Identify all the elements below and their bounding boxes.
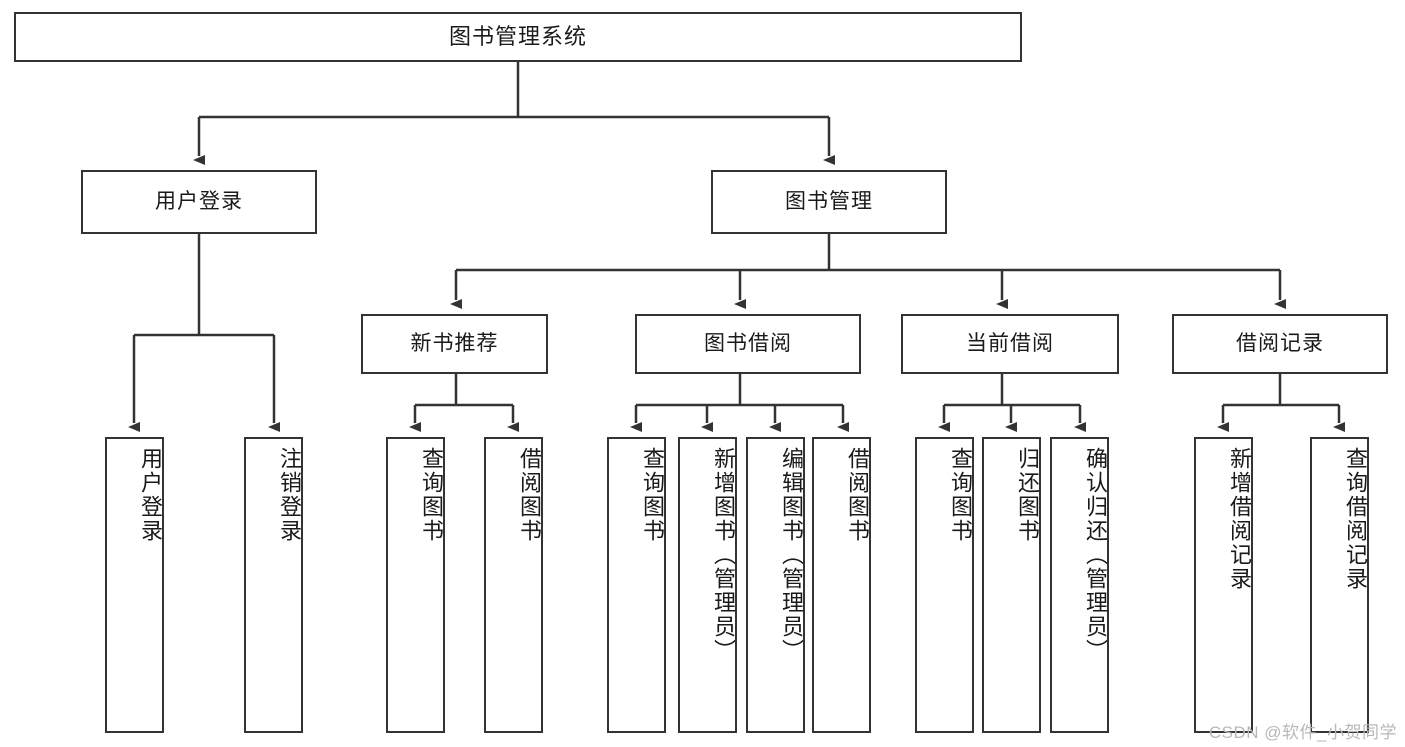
leaf-query-borrow-record[interactable]: 查询借阅记录 bbox=[1310, 437, 1369, 733]
node-label: 新增借阅记录 bbox=[1227, 447, 1252, 591]
node-new-book-recommend[interactable]: 新书推荐 bbox=[361, 314, 548, 374]
node-label: 当前借阅 bbox=[966, 332, 1054, 356]
node-label: 用户登录 bbox=[155, 190, 243, 214]
node-user-login[interactable]: 用户登录 bbox=[81, 170, 317, 234]
leaf-borrow-book-recommend[interactable]: 借阅图书 bbox=[484, 437, 543, 733]
node-label: 新增图书（管理员） bbox=[711, 447, 736, 663]
node-label: 图书管理系统 bbox=[448, 23, 587, 49]
leaf-add-borrow-record[interactable]: 新增借阅记录 bbox=[1194, 437, 1253, 733]
node-label: 图书管理 bbox=[785, 190, 873, 214]
leaf-query-book-recommend[interactable]: 查询图书 bbox=[386, 437, 445, 733]
node-borrow-record[interactable]: 借阅记录 bbox=[1172, 314, 1388, 374]
node-label: 确认归还（管理员） bbox=[1083, 447, 1108, 663]
leaf-return-book[interactable]: 归还图书 bbox=[982, 437, 1041, 733]
node-label: 新书推荐 bbox=[410, 332, 499, 356]
node-label: 图书借阅 bbox=[704, 332, 792, 356]
leaf-borrow-book[interactable]: 借阅图书 bbox=[812, 437, 871, 733]
node-book-management[interactable]: 图书管理 bbox=[711, 170, 947, 234]
leaf-query-book-borrow[interactable]: 查询图书 bbox=[607, 437, 666, 733]
node-label: 归还图书 bbox=[1015, 447, 1040, 543]
node-label: 查询图书 bbox=[419, 447, 444, 543]
node-label: 编辑图书（管理员） bbox=[779, 447, 804, 663]
leaf-user-login[interactable]: 用户登录 bbox=[105, 437, 164, 733]
watermark-text: CSDN @软件_小贺同学 bbox=[1208, 723, 1397, 742]
leaf-edit-book[interactable]: 编辑图书（管理员） bbox=[746, 437, 805, 733]
node-label: 借阅图书 bbox=[845, 447, 870, 543]
leaf-logout-login[interactable]: 注销登录 bbox=[244, 437, 303, 733]
node-label: 用户登录 bbox=[138, 447, 163, 543]
leaf-add-book[interactable]: 新增图书（管理员） bbox=[678, 437, 737, 733]
leaf-confirm-return[interactable]: 确认归还（管理员） bbox=[1050, 437, 1109, 733]
node-label: 查询图书 bbox=[948, 447, 973, 543]
node-label: 查询借阅记录 bbox=[1343, 447, 1368, 591]
node-label: 借阅图书 bbox=[517, 447, 542, 543]
node-label: 查询图书 bbox=[640, 447, 665, 543]
leaf-query-book-current[interactable]: 查询图书 bbox=[915, 437, 974, 733]
node-label: 注销登录 bbox=[277, 447, 302, 543]
node-label: 借阅记录 bbox=[1236, 332, 1324, 356]
node-book-borrow[interactable]: 图书借阅 bbox=[635, 314, 861, 374]
node-current-borrow[interactable]: 当前借阅 bbox=[901, 314, 1119, 374]
node-root-system[interactable]: 图书管理系统 bbox=[14, 12, 1022, 62]
